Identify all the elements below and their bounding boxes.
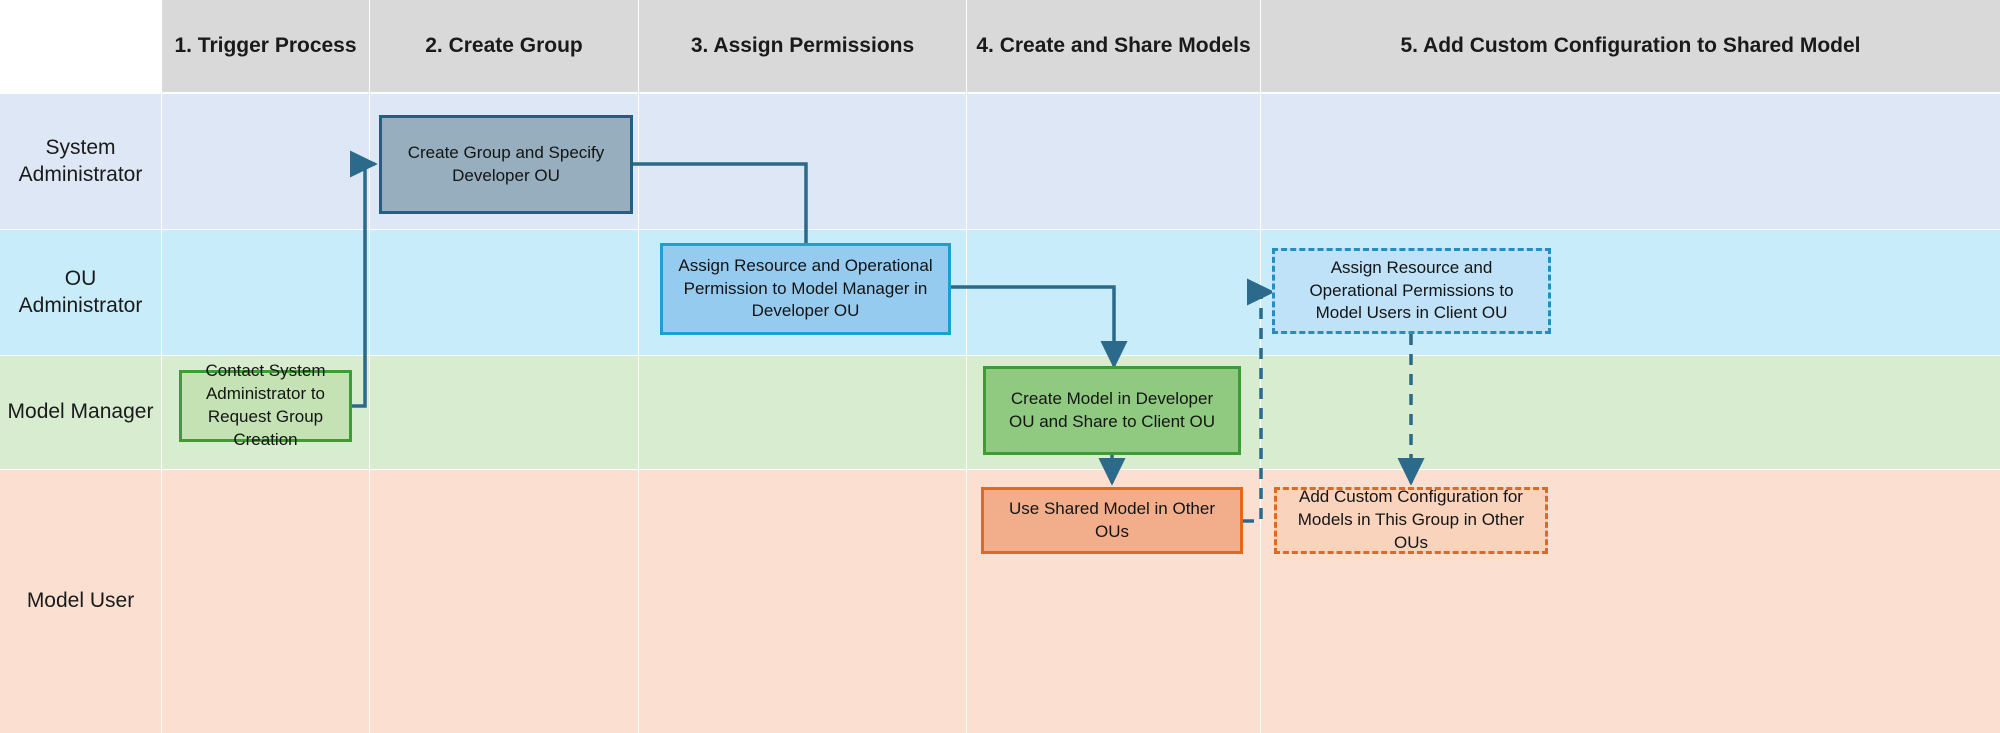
node-add-custom-configuration-label: Add Custom Configuration for Models in T… [1297, 487, 1525, 552]
node-assign-permission-developer-label: Assign Resource and Operational Permissi… [678, 255, 933, 321]
cell-model-manager-5 [1261, 356, 2000, 469]
cell-model-user-1 [162, 470, 369, 733]
column-header-2-label: 2. Create Group [425, 33, 583, 57]
column-header-1-label: 1. Trigger Process [174, 33, 357, 57]
column-header-5-label: 5. Add Custom Configuration to Shared Mo… [1400, 33, 1861, 57]
column-header-2: 2. Create Group [370, 0, 638, 92]
lane-label-system-administrator: System Administrator [0, 94, 161, 229]
lane-label-model-manager: Model Manager [0, 356, 161, 469]
column-header-3: 3. Assign Permissions [639, 0, 966, 92]
column-header-5: 5. Add Custom Configuration to Shared Mo… [1261, 0, 2000, 92]
node-assign-permission-developer[interactable]: Assign Resource and Operational Permissi… [660, 243, 951, 335]
connector-use-shared-model-to-assign-permissions-client [1243, 278, 1275, 523]
node-create-group[interactable]: Create Group and Specify Developer OU [379, 115, 633, 214]
cell-system-administrator-1 [162, 94, 369, 229]
node-contact-system-administrator-label: Contact System Administrator to Request … [205, 361, 326, 449]
cell-model-manager-3 [639, 356, 966, 469]
connector-contact-to-create-group [349, 150, 378, 408]
cell-ou-administrator-2 [370, 230, 638, 355]
cell-model-user-3 [639, 470, 966, 733]
cell-system-administrator-5 [1261, 94, 2000, 229]
connector-assign-permission-to-create-model [950, 285, 1128, 369]
node-add-custom-configuration[interactable]: Add Custom Configuration for Models in T… [1274, 487, 1548, 554]
node-use-shared-model-label: Use Shared Model in Other OUs [1009, 498, 1215, 541]
column-header-3-label: 3. Assign Permissions [690, 33, 915, 57]
node-create-group-label: Create Group and Specify Developer OU [407, 142, 605, 185]
node-create-model[interactable]: Create Model in Developer OU and Share t… [983, 366, 1241, 455]
node-assign-permissions-client[interactable]: Assign Resource and Operational Permissi… [1272, 248, 1551, 334]
column-header-4-label: 4. Create and Share Models [976, 33, 1251, 57]
lane-label-system-administrator-text: System Administrator [18, 136, 143, 186]
node-contact-system-administrator[interactable]: Contact System Administrator to Request … [179, 361, 352, 449]
cell-model-user-2 [370, 470, 638, 733]
grid-corner-cell [0, 0, 161, 92]
cell-system-administrator-3 [639, 94, 966, 229]
lane-label-model-user: Model User [0, 470, 161, 733]
lane-label-model-user-text: Model User [26, 589, 135, 613]
cell-model-manager-2 [370, 356, 638, 469]
column-header-1: 1. Trigger Process [162, 0, 369, 92]
node-use-shared-model[interactable]: Use Shared Model in Other OUs [981, 487, 1243, 554]
node-assign-permissions-client-label: Assign Resource and Operational Permissi… [1309, 257, 1514, 323]
node-create-model-label: Create Model in Developer OU and Share t… [1009, 388, 1215, 431]
column-header-4: 4. Create and Share Models [967, 0, 1260, 92]
lane-label-ou-administrator-text: OU Administrator [18, 267, 143, 317]
lane-label-model-manager-text: Model Manager [7, 400, 154, 424]
lane-label-ou-administrator: OU Administrator [0, 230, 161, 355]
cell-ou-administrator-1 [162, 230, 369, 355]
cell-system-administrator-4 [967, 94, 1260, 229]
